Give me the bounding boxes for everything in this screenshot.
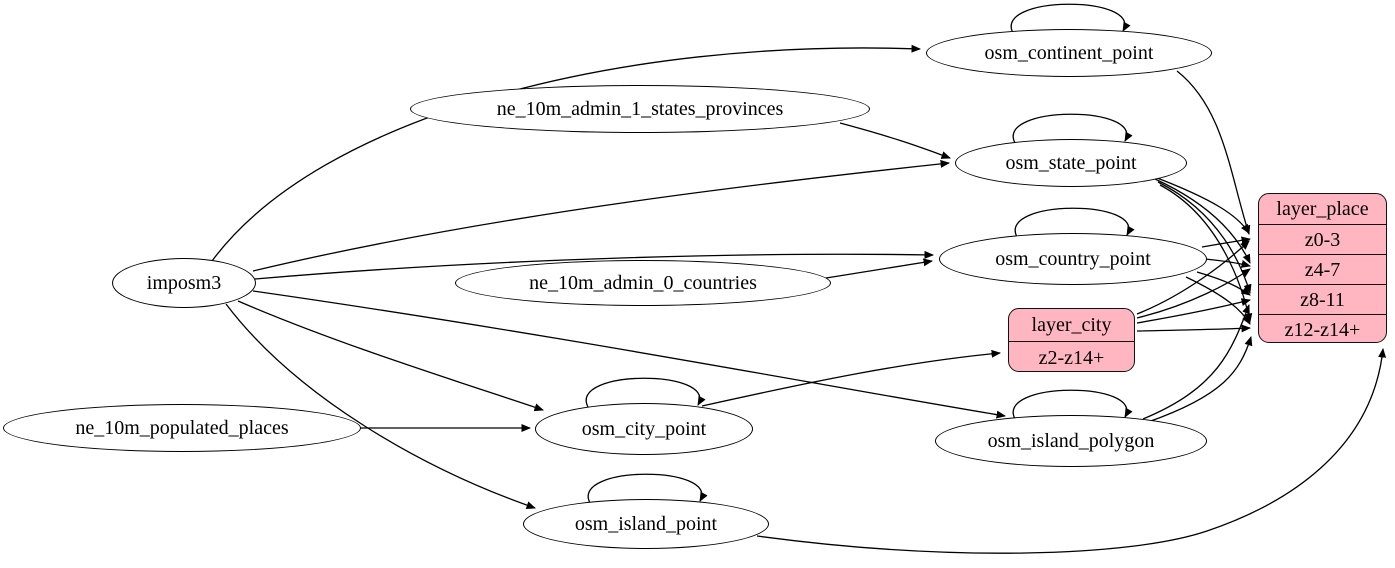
node-osm-city-point: osm_city_point [535,403,753,455]
record-layer-city: layer_city z2-z14+ [1008,308,1135,372]
edge-layer-city-to-layer-place-z12-z14 [1136,324,1251,333]
node-osm-city-point-label: osm_city_point [581,418,707,440]
selfloop-osm-state-point [1012,113,1133,144]
node-osm-country-point: osm_country_point [939,233,1207,285]
edge-osm-country-point-to-layer-place-z0-3 [1201,236,1251,248]
layer-city-title: layer_city [1031,314,1112,336]
edge-imposm3-to-osm-continent-point [211,44,921,262]
edge-osm-island-polygon-to-layer-place-z12-z14 [1147,336,1253,423]
selfloop-osm-continent-point [1010,3,1131,34]
edge-layer-city-to-layer-place-z0-3 [1136,240,1250,315]
edge-osm-state-point-to-layer-place-z0-3 [1151,175,1250,234]
selfloop-osm-country-point [1014,207,1135,238]
node-osm-island-polygon: osm_island_polygon [935,415,1207,467]
edge-ne-10m-admin-0-to-osm-country-point [819,258,933,280]
selfloop-osm-island-polygon [1012,389,1133,420]
edge-layer-city-to-layer-place-z8-11 [1136,298,1251,324]
node-osm-continent-point: osm_continent_point [926,29,1212,77]
layer-place-row-z8-11: z8-11 [1259,284,1386,314]
layer-place-row-z0-3: z0-3 [1259,224,1386,254]
edge-osm-state-point-to-layer-place-z4-7 [1154,178,1251,264]
edge-osm-continent-point-to-layer-place-z0-3 [1176,70,1251,235]
node-ne-10m-admin-1-states-provinces-label: ne_10m_admin_1_states_provinces [496,98,784,120]
node-ne-10m-admin-0-countries-label: ne_10m_admin_0_countries [529,272,757,294]
edge-imposm3-to-osm-country-point [254,250,934,280]
edge-imposm3-to-osm-city-point [237,300,544,412]
node-ne-10m-populated-places-label: ne_10m_populated_places [75,417,289,439]
layer-city-row-z2-z14: z2-z14+ [1009,341,1134,371]
edge-osm-island-polygon-to-layer-place-z8-11 [1142,304,1250,420]
layer-place-row-z12-z14: z12-z14+ [1259,314,1386,342]
selfloop-osm-city-point [585,377,706,408]
layer-place-title: layer_place [1276,198,1369,220]
edge-ne-10m-admin-1-to-osm-state-point [839,122,951,159]
edge-osm-country-point-to-layer-place-z12-z14 [1185,276,1251,325]
edge-osm-city-point-to-layer-city-z2-z14 [701,349,1001,407]
node-imposm3-label: imposm3 [146,272,222,294]
edge-imposm3-to-osm-state-point [252,159,950,272]
node-osm-state-point-label: osm_state_point [1005,152,1137,174]
node-osm-island-polygon-label: osm_island_polygon [987,430,1155,452]
node-osm-state-point: osm_state_point [955,139,1187,187]
node-osm-island-point-label: osm_island_point [574,513,718,535]
edge-imposm3-to-osm-island-polygon [252,290,1006,419]
edge-osm-island-point-to-layer-place-z12-z14 [756,348,1387,554]
selfloop-osm-island-point [587,473,708,504]
node-osm-island-point: osm_island_point [523,499,769,549]
layer-place-row-z4-7: z4-7 [1259,254,1386,284]
node-ne-10m-populated-places: ne_10m_populated_places [3,404,361,452]
edge-imposm3-to-osm-island-point [225,303,536,509]
edge-osm-state-point-to-layer-place-z8-11 [1157,181,1252,294]
node-ne-10m-admin-1-states-provinces: ne_10m_admin_1_states_provinces [410,85,870,133]
record-layer-place: layer_place z0-3 z4-7 z8-11 z12-z14+ [1258,193,1387,343]
edge-layer-city-to-layer-place-z4-7 [1136,268,1251,319]
node-imposm3: imposm3 [112,258,256,308]
node-osm-country-point-label: osm_country_point [995,248,1151,270]
node-osm-continent-point-label: osm_continent_point [984,42,1154,64]
node-ne-10m-admin-0-countries: ne_10m_admin_0_countries [455,260,831,306]
